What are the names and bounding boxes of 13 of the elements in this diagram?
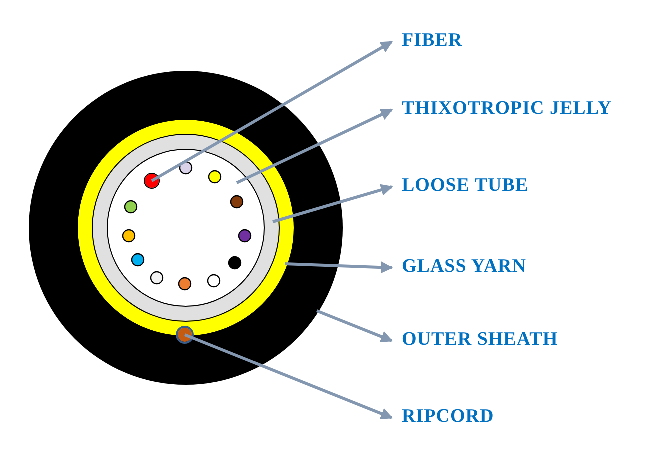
part-label: GLASS YARN xyxy=(402,256,526,278)
part-label: FIBER xyxy=(402,30,463,52)
leader-line xyxy=(184,334,394,420)
leader-line xyxy=(151,40,394,182)
leader-line xyxy=(236,108,394,184)
part-label: LOOSE TUBE xyxy=(402,175,529,197)
leader-line xyxy=(316,310,394,343)
leader-line xyxy=(272,184,394,224)
part-label: THIXOTROPIC JELLY xyxy=(402,98,612,120)
jelly-filled-core xyxy=(108,150,264,306)
leader-line xyxy=(284,262,394,274)
part-label: RIPCORD xyxy=(402,406,494,428)
part-label: OUTER SHEATH xyxy=(402,329,558,351)
